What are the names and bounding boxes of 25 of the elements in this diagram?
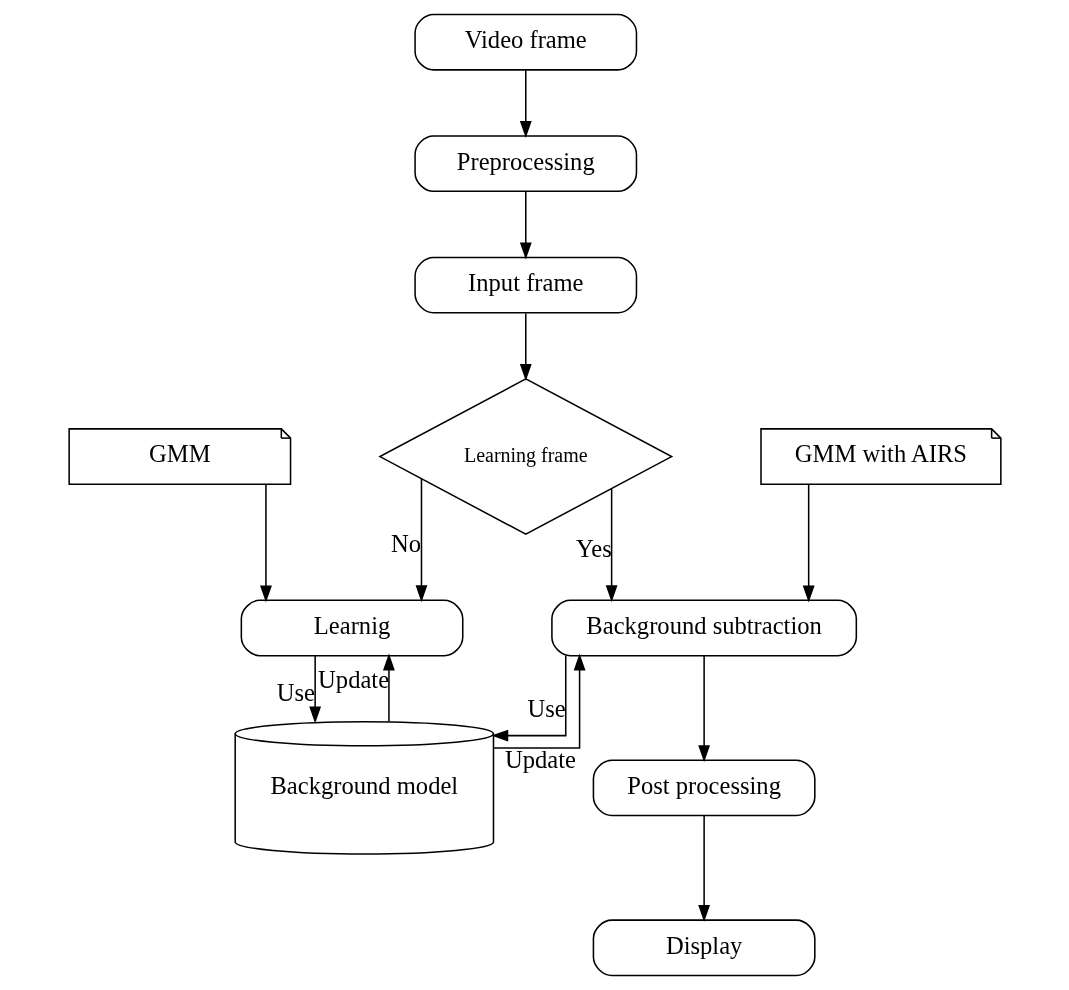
node-box: Preprocessing — [413, 135, 637, 193]
arrow — [605, 488, 618, 603]
node-box: Background subtraction — [550, 599, 857, 657]
arrow — [697, 655, 710, 763]
node-box: Learnig — [240, 599, 463, 657]
arrow — [259, 484, 272, 603]
arrow — [490, 654, 566, 742]
edge-label: Use — [276, 679, 315, 707]
arrow — [697, 814, 710, 923]
arrow — [519, 312, 532, 381]
arrow — [415, 478, 427, 603]
node-box: Video frame — [413, 13, 637, 71]
edge-label: Yes — [575, 535, 612, 563]
arrow — [519, 69, 532, 138]
arrow — [492, 653, 585, 749]
node-box: Post processing — [592, 759, 816, 817]
node-diamond: Learning frame — [377, 378, 673, 536]
arrow — [308, 655, 321, 724]
node-box: Input frame — [413, 256, 637, 314]
node-box: Display — [592, 919, 816, 977]
edge-label: Update — [504, 745, 576, 773]
arrow — [802, 484, 815, 603]
arrow — [519, 191, 532, 260]
edge-label: Use — [526, 694, 566, 722]
arrow — [382, 653, 395, 723]
